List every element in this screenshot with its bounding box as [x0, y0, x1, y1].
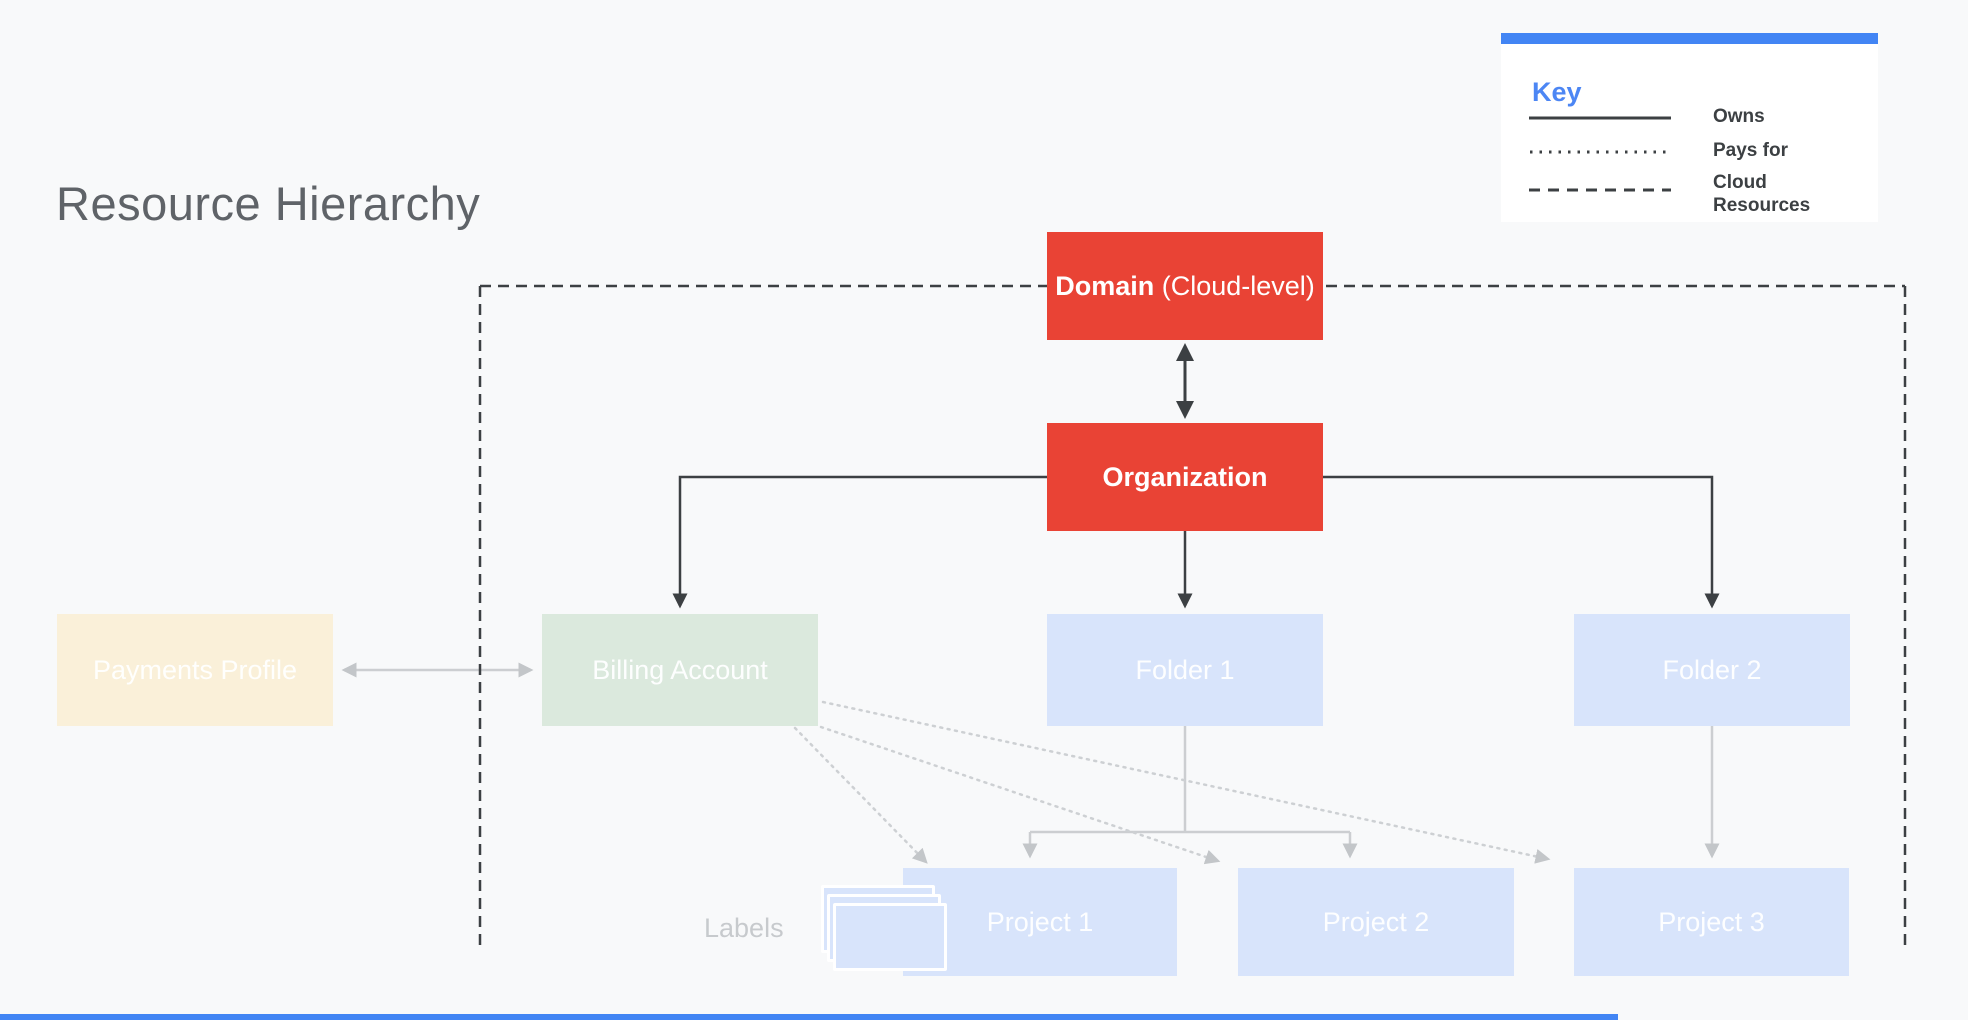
edge-billing-project3 [821, 700, 1551, 864]
node-folder-2: Folder 2 [1574, 614, 1850, 726]
node-project-3: Project 3 [1574, 868, 1849, 976]
key-label-cloud-resources: Cloud Resources [1713, 172, 1811, 216]
node-project-2-label: Project 2 [1322, 906, 1430, 937]
node-domain: Domain (Cloud-level) [1047, 232, 1323, 340]
key-panel-accent-bar [1501, 33, 1878, 44]
node-project-1: Project 1 [903, 868, 1177, 976]
node-folder-1: Folder 1 [1047, 614, 1323, 726]
page-title: Resource Hierarchy [56, 177, 481, 230]
node-project-2: Project 2 [1238, 868, 1514, 976]
edge-organization-billing [672, 475, 1047, 609]
labels-caption: Labels [704, 913, 784, 943]
edge-organization-folder2 [1323, 475, 1720, 609]
node-folder-2-label: Folder 2 [1662, 654, 1762, 685]
dotted-line-sample [1530, 150, 1671, 154]
key-label-owns: Owns [1713, 106, 1765, 127]
labels-stacked-cards-icon [821, 885, 951, 971]
node-project-1-label: Project 1 [986, 906, 1094, 937]
node-payments-profile: Payments Profile [57, 614, 333, 726]
node-payments-profile-label: Payments Profile [92, 654, 298, 685]
solid-line-sample [1529, 116, 1671, 120]
node-organization-label: Organization [1102, 461, 1268, 492]
edge-billing-project2 [819, 725, 1221, 865]
key-heading: Key [1532, 77, 1582, 107]
node-billing-account-label: Billing Account [592, 654, 768, 685]
next-section-accent-bar [0, 1014, 1618, 1020]
node-billing-account: Billing Account [542, 614, 818, 726]
node-domain-label: Domain (Cloud-level) [1055, 270, 1315, 301]
label-card-front [833, 903, 947, 971]
node-organization: Organization [1047, 423, 1323, 531]
key-label-pays-for: Pays for [1713, 140, 1788, 161]
dashed-line-sample [1529, 188, 1671, 192]
key-legend-panel: Key Owns Pays for Cloud Resources [1501, 33, 1878, 222]
node-folder-1-label: Folder 1 [1135, 654, 1235, 685]
node-project-3-label: Project 3 [1658, 906, 1765, 937]
edge-folder1-stem [1030, 726, 1350, 834]
edge-billing-project1 [793, 726, 928, 864]
